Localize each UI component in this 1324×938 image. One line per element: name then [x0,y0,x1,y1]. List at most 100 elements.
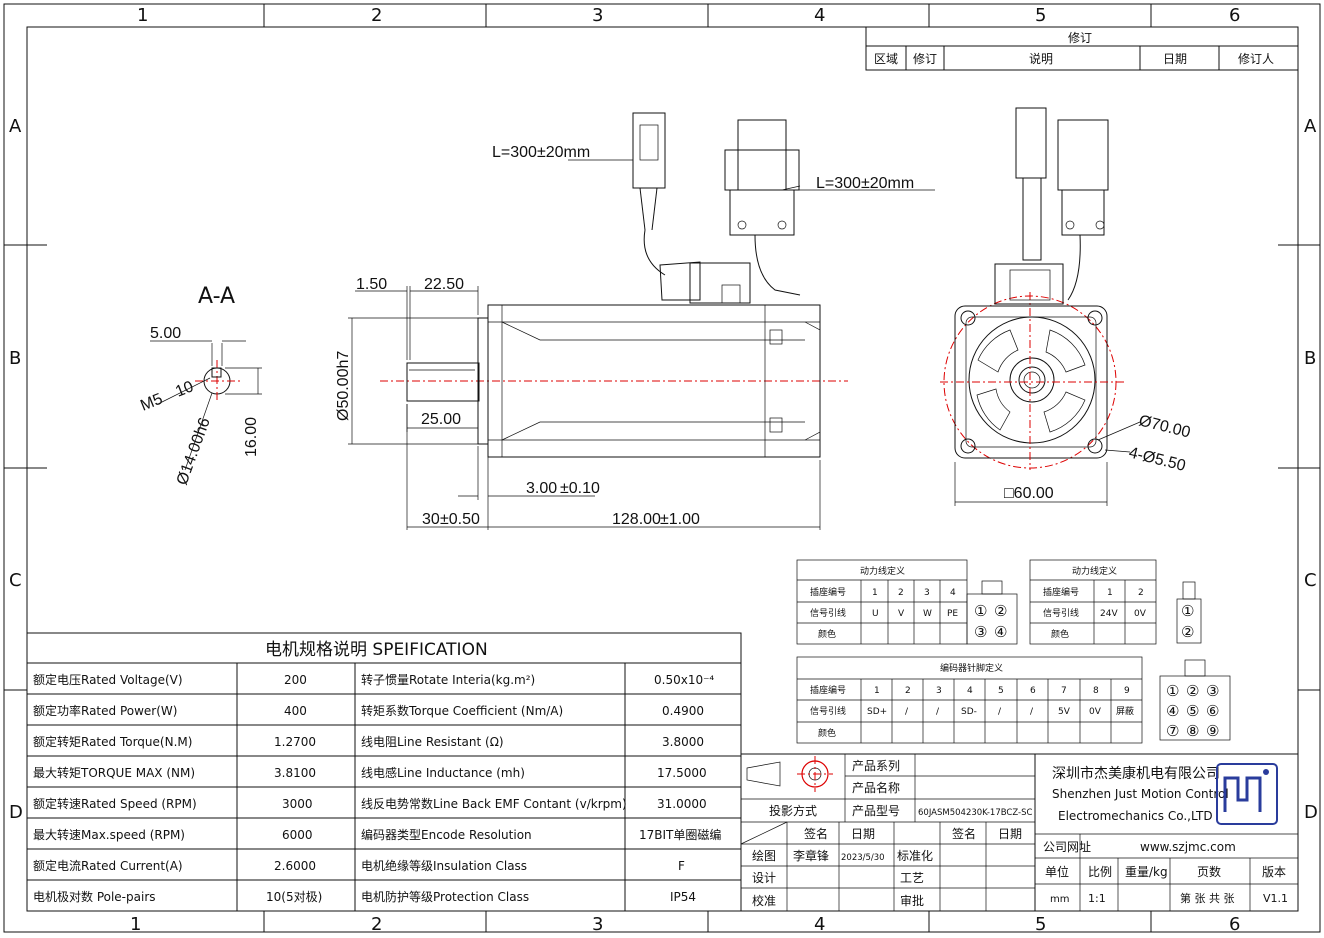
brake-signal: 0V [1134,609,1147,619]
power-row-pin: 插座编号 [810,586,846,598]
dim-22-50: 22.50 [424,276,464,293]
encoder-pin: 3 [936,686,942,696]
row-label-left: D [9,802,23,823]
revision-table: 修订 区域 修订 说明 日期 修订人 [865,26,1299,71]
zone-labels: 1 2 3 4 5 6 1 2 3 4 5 6 A B C D A B C D [9,5,1318,935]
spec-value: 1.2700 [274,735,316,749]
dim-flange-square: □60.00 [1004,485,1054,502]
encoder-table-title: 编码器针脚定义 [940,662,1003,674]
spec-label: 最大转矩TORQUE MAX (NM) [33,765,195,780]
dim-shaft-len: 30 [422,511,440,528]
col-label-top: 3 [592,5,603,26]
encoder-pin: 6 [1030,686,1036,696]
dim-body-len-tol: ±1.00 [660,511,700,528]
encoder-row-color: 颜色 [818,727,836,739]
tb-standard: 标准化 [897,849,933,863]
tb-projection: 投影方式 [769,803,817,818]
tb-pages: 页数 [1197,864,1221,879]
encoder-conn-pin: ⑤ [1186,702,1199,720]
spec-label: 转子惯量Rotate Interia(kg.m²) [361,672,535,687]
tb-product-model: 产品型号 [852,804,900,818]
encoder-conn-pin: ③ [1206,682,1219,700]
spec-value: 3.8000 [662,735,704,749]
brake-line-table: 动力线定义 插座编号 信号引线 颜色 1 2 24V 0V ① ② [1029,559,1202,645]
power-pin: 2 [898,588,904,598]
power-conn-pin: ② [994,602,1007,620]
dim-body-len: 128.00 [612,511,661,528]
tb-model-value: 60JASM504230K-17BCZ-SC [918,808,1032,818]
power-conn-pin: ③ [974,623,987,641]
tb-product-name: 产品名称 [852,780,900,795]
tb-product-series: 产品系列 [852,759,900,773]
power-signal: U [872,609,879,619]
dim-key-length: 25.00 [421,411,461,428]
website-label: 公司网址 [1043,840,1091,854]
col-label-bottom: 2 [371,914,382,935]
tb-sign: 签名 [804,826,828,841]
power-table-title: 动力线定义 [860,565,905,577]
spec-label: 转矩系数Torque Coefficient (Nm/A) [361,703,563,718]
tb-sign2: 签名 [952,826,976,841]
spec-value: 400 [284,704,307,718]
col-label-bottom: 1 [130,914,141,935]
tb-unit: 单位 [1045,864,1069,879]
spec-label: 编码器类型Encode Resolution [361,827,532,842]
spec-value: 0.50x10⁻⁴ [654,673,714,687]
tb-date2: 日期 [998,827,1022,841]
power-pin: 1 [872,588,878,598]
encoder-row-pin: 插座编号 [810,684,846,696]
company-logo [1216,763,1278,825]
revision-header: 修订人 [1238,51,1274,66]
power-pin: 4 [950,588,956,598]
power-signal: PE [947,609,958,619]
encoder-signal: SD+ [867,707,887,717]
col-label-top: 6 [1229,5,1240,26]
encoder-signal: 5V [1058,707,1071,717]
tb-scale: 比例 [1088,865,1112,879]
brake-table-title: 动力线定义 [1072,565,1117,577]
spec-value: 2.6000 [274,859,316,873]
power-signal: V [898,609,905,619]
tb-unit-val: mm [1050,894,1069,905]
dim-key-width: 5.00 [150,325,181,342]
spec-value: 200 [284,673,307,687]
col-label-bottom: 6 [1229,914,1240,935]
row-label-right: A [1304,116,1317,137]
tb-version-label: 版本 [1262,865,1286,879]
brake-signal: 24V [1100,609,1118,619]
spec-value: 3.8100 [274,766,316,780]
row-label-left: C [9,570,22,591]
encoder-table: 编码器针脚定义 插座编号 信号引线 颜色 1 2 3 4 5 6 7 8 9 S… [796,656,1231,744]
row-label-left: B [9,348,21,369]
spec-table: 电机规格说明 SPEIFICATION 额定电压Rated Voltage(V)… [26,632,742,912]
encoder-pin: 8 [1093,686,1099,696]
dim-pilot-dia: Ø50.00h7 [335,351,352,421]
revision-header: 说明 [1029,51,1053,66]
encoder-conn-pin: ④ [1166,702,1179,720]
revision-title: 修订 [1068,30,1092,45]
spec-label: 额定电流Rated Current(A) [33,858,183,873]
website-value: www.szjmc.com [1140,840,1236,854]
title-block: 产品系列 产品名称 投影方式 产品型号 60JASM504230K-17BCZ-… [740,753,1299,912]
col-label-top: 1 [137,5,148,26]
dim-shaft-len-tol: ±0.50 [440,511,480,528]
power-signal: W [923,609,932,619]
tb-scale-val: 1:1 [1088,892,1106,905]
brake-row-color: 颜色 [1051,628,1069,640]
spec-value: 3000 [282,797,313,811]
company-name-cn: 深圳市杰美康机电有限公司 [1052,765,1220,782]
company-name-en1: Shenzhen Just Motion Control [1052,787,1229,801]
tb-drawer: 李章锋 [793,848,829,863]
power-row-color: 颜色 [818,628,836,640]
encoder-signal: 0V [1089,707,1102,717]
tb-pages-val: 第 张 共 张 [1180,891,1235,905]
spec-label: 额定功率Rated Power(W) [33,703,177,718]
section-label: A-A [198,284,235,309]
encoder-row-sig: 信号引线 [810,705,846,717]
brake-row-pin: 插座编号 [1043,586,1079,598]
dim-flange-thk-tol: ±0.10 [560,480,600,497]
spec-value: 17.5000 [657,766,707,780]
zone-ticks [4,4,1320,932]
encoder-conn-pin: ① [1166,682,1179,700]
encoder-pin: 5 [998,686,1004,696]
